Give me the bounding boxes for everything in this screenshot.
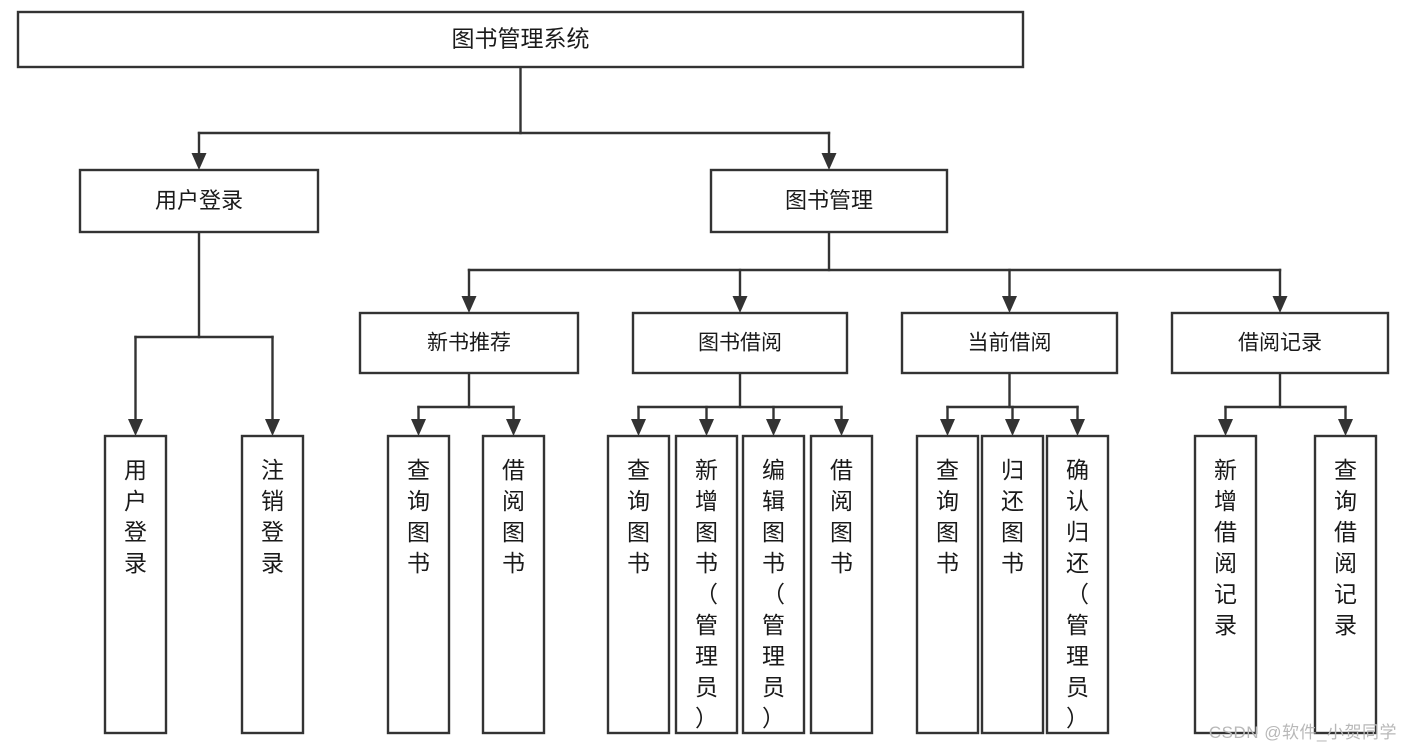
- node-bb-add-book[interactable]: 新增图书（管理员）: [674, 434, 739, 735]
- node-book-management[interactable]: 图书管理: [709, 168, 949, 234]
- node-nbr-borrow-book[interactable]: 借阅图书: [481, 434, 546, 735]
- node-borrow-record[interactable]: 借阅记录: [1170, 311, 1390, 375]
- node-label: 查询图书: [407, 457, 430, 576]
- arrow-head-icon: [732, 296, 748, 313]
- node-label: 用户登录: [124, 457, 147, 576]
- arrow-head-icon: [461, 296, 477, 313]
- node-user-login-do[interactable]: 用户登录: [103, 434, 168, 735]
- node-label: 注销登录: [261, 457, 284, 576]
- watermark-label: CSDN @软件_小贺同学: [1208, 723, 1397, 742]
- node-user-logout[interactable]: 注销登录: [240, 434, 305, 735]
- node-label: 图书管理系统: [452, 26, 590, 52]
- node-label: 新书推荐: [427, 332, 511, 355]
- node-cb-query-book[interactable]: 查询图书: [915, 434, 980, 735]
- node-label: 新增借阅记录: [1214, 457, 1237, 638]
- nodes-layer: 图书管理系统用户登录用户登录注销登录图书管理新书推荐查询图书借阅图书图书借阅查询…: [16, 10, 1390, 735]
- arrow-head-icon: [506, 419, 521, 436]
- node-cb-return-book[interactable]: 归还图书: [980, 434, 1045, 735]
- arrow-head-icon: [1002, 296, 1017, 313]
- arrow-head-icon: [1272, 296, 1288, 313]
- arrow-head-icon: [265, 419, 280, 436]
- node-book-borrow[interactable]: 图书借阅: [631, 311, 849, 375]
- node-br-add-record[interactable]: 新增借阅记录: [1193, 434, 1258, 735]
- arrow-head-icon: [940, 419, 955, 436]
- node-new-book-recommend[interactable]: 新书推荐: [358, 311, 580, 375]
- node-user-login[interactable]: 用户登录: [78, 168, 320, 234]
- arrow-head-icon: [834, 419, 849, 436]
- arrow-head-icon: [631, 419, 646, 436]
- arrow-head-icon: [411, 419, 426, 436]
- connectors-layer: [128, 65, 1353, 436]
- arrow-head-icon: [821, 153, 837, 170]
- node-label: 借阅图书: [502, 457, 525, 576]
- node-label: 图书管理: [785, 188, 873, 213]
- node-label: 编辑图书（管理员）: [762, 457, 785, 731]
- arrow-head-icon: [1218, 419, 1233, 436]
- node-current-borrow[interactable]: 当前借阅: [900, 311, 1119, 375]
- node-root[interactable]: 图书管理系统: [16, 10, 1025, 69]
- arrow-head-icon: [766, 419, 781, 436]
- node-label: 借阅图书: [830, 457, 853, 576]
- arrow-head-icon: [191, 153, 207, 170]
- node-bb-borrow-book[interactable]: 借阅图书: [809, 434, 874, 735]
- node-br-query-record[interactable]: 查询借阅记录: [1313, 434, 1378, 735]
- arrow-head-icon: [1338, 419, 1353, 436]
- node-label: 确认归还（管理员）: [1066, 457, 1089, 731]
- node-label: 查询图书: [936, 457, 959, 576]
- node-label: 用户登录: [155, 188, 243, 213]
- arrow-head-icon: [1070, 419, 1085, 436]
- node-label: 归还图书: [1001, 457, 1024, 576]
- node-nbr-query-book[interactable]: 查询图书: [386, 434, 451, 735]
- node-label: 图书借阅: [698, 332, 782, 355]
- node-label: 当前借阅: [968, 332, 1052, 355]
- node-bb-query-book[interactable]: 查询图书: [606, 434, 671, 735]
- node-label: 查询借阅记录: [1334, 457, 1357, 638]
- arrow-head-icon: [699, 419, 714, 436]
- node-cb-confirm-return[interactable]: 确认归还（管理员）: [1045, 434, 1110, 735]
- arrow-head-icon: [128, 419, 143, 436]
- arrow-head-icon: [1005, 419, 1020, 436]
- node-label: 新增图书（管理员）: [695, 457, 718, 731]
- node-label: 查询图书: [627, 457, 650, 576]
- node-label: 借阅记录: [1238, 332, 1322, 355]
- node-bb-edit-book[interactable]: 编辑图书（管理员）: [741, 434, 806, 735]
